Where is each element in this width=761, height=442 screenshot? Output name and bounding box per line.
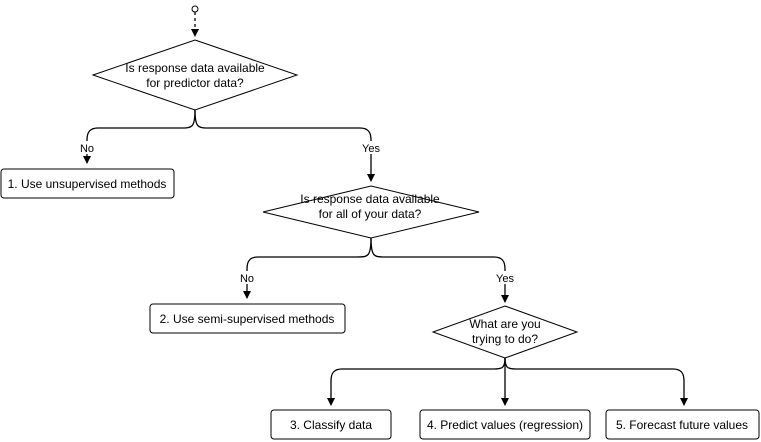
edge-label-q1-yes: Yes — [362, 143, 380, 155]
decision-1-line2: for predictor data? — [146, 76, 244, 90]
decision-response-available-all[interactable]: Is response data available for all of yo… — [262, 185, 480, 239]
outcome-3-label: 3. Classify data — [290, 418, 372, 432]
outcome-4-label: 4. Predict values (regression) — [427, 418, 583, 432]
edge-label-q1-no: No — [80, 143, 94, 155]
edge-q1-no — [83, 109, 196, 164]
edge-q2-no — [243, 237, 372, 299]
edge-q3-classify — [327, 357, 506, 406]
outcome-5-label: 5. Forecast future values — [616, 418, 748, 432]
edge-label-q2-no: No — [240, 273, 254, 285]
edge-q3-forecast — [504, 357, 688, 406]
edge-q1-yes — [194, 109, 375, 182]
decision-1-line1: Is response data available — [125, 61, 265, 75]
start-node — [191, 5, 199, 13]
edge-label-q2-yes: Yes — [496, 273, 514, 285]
decision-2-line1: Is response data available — [300, 192, 440, 206]
outcome-semi-supervised[interactable]: 2. Use semi-supervised methods — [149, 303, 346, 334]
outcome-classify[interactable]: 3. Classify data — [270, 409, 392, 440]
outcome-forecast[interactable]: 5. Forecast future values — [605, 409, 760, 440]
edge-q2-yes — [370, 237, 509, 303]
decision-3-line1: What are you — [469, 317, 540, 331]
outcome-regression[interactable]: 4. Predict values (regression) — [419, 409, 591, 440]
decision-3-line2: trying to do? — [472, 332, 538, 346]
outcome-1-label: 1. Use unsupervised methods — [8, 177, 167, 191]
outcome-2-label: 2. Use semi-supervised methods — [160, 312, 335, 326]
decision-what-to-do[interactable]: What are you trying to do? — [431, 305, 579, 359]
decision-2-line2: for all of your data? — [319, 207, 422, 221]
outcome-unsupervised[interactable]: 1. Use unsupervised methods — [0, 168, 175, 199]
decision-response-available-predictor[interactable]: Is response data available for predictor… — [91, 39, 299, 111]
